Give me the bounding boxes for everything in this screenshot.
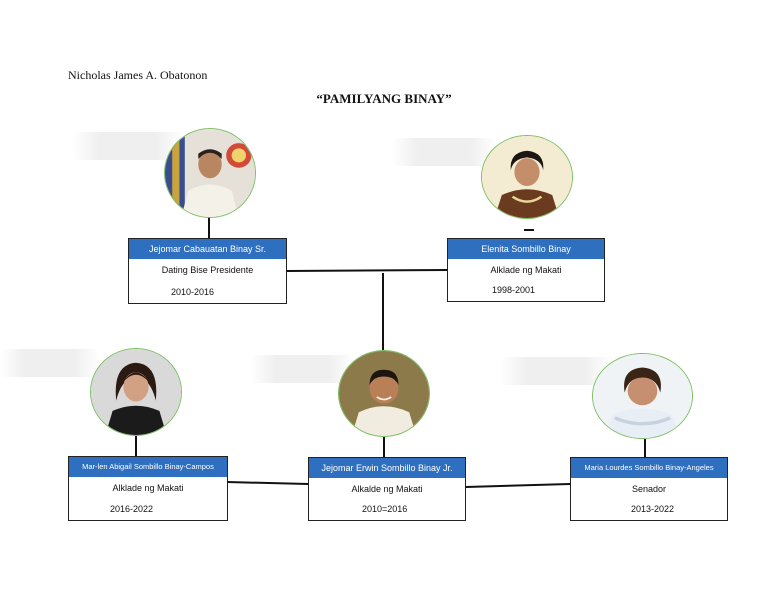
card-nancy: Maria Lourdes Sombillo Binay-Angeles Sen…	[570, 457, 728, 521]
card-jejomar-jr-years: 2010=2016	[362, 504, 408, 514]
card-elenita: Elenita Sombillo Binay Alklade ng Makati…	[447, 238, 605, 302]
photo-jejomar-jr	[338, 350, 430, 437]
connector-abigail-jr	[226, 481, 309, 485]
author-name: Nicholas James A. Obatonon	[68, 68, 208, 82]
photo-elenita	[481, 135, 573, 219]
card-nancy-role: Senador	[631, 484, 667, 494]
card-abigail-years: 2016-2022	[110, 504, 154, 514]
card-jcb-sr-name: Jejomar Cabauatan Binay Sr.	[129, 239, 286, 259]
card-abigail: Mar-len Abigail Sombillo Binay-Campos Al…	[68, 456, 228, 521]
card-abigail-role: Alklade ng Makati	[112, 483, 184, 493]
card-jcb-sr: Jejomar Cabauatan Binay Sr. Dating Bise …	[128, 238, 287, 304]
card-abigail-name: Mar-len Abigail Sombillo Binay-Campos	[69, 457, 227, 477]
connector-jr-nancy	[465, 483, 571, 488]
card-jejomar-jr: Jejomar Erwin Sombillo Binay Jr. Alkalde…	[308, 457, 466, 521]
photo-jcb-sr	[164, 128, 256, 218]
shadow-nancy	[500, 357, 612, 385]
card-jcb-sr-years: 2010-2016	[171, 287, 215, 297]
shadow-jr	[250, 355, 354, 383]
card-jcb-sr-role: Dating Bise Presidente	[161, 265, 254, 275]
card-elenita-name: Elenita Sombillo Binay	[448, 239, 604, 259]
shadow-elenita	[392, 138, 496, 166]
photo-abigail	[90, 348, 182, 436]
chart-title: “PAMILYANG BINAY”	[316, 91, 452, 106]
card-nancy-name: Maria Lourdes Sombillo Binay-Angeles	[571, 458, 727, 478]
connector-spouses	[285, 269, 448, 272]
card-jejomar-jr-role: Alkalde ng Makati	[351, 484, 423, 494]
card-jejomar-jr-name: Jejomar Erwin Sombillo Binay Jr.	[309, 458, 465, 478]
shadow-abigail	[0, 349, 100, 377]
card-nancy-years: 2013-2022	[631, 504, 675, 514]
card-elenita-role: Alklade ng Makati	[490, 265, 562, 275]
photo-nancy	[592, 353, 693, 439]
shadow-sr	[72, 132, 184, 160]
card-elenita-years: 1998-2001	[492, 285, 536, 295]
